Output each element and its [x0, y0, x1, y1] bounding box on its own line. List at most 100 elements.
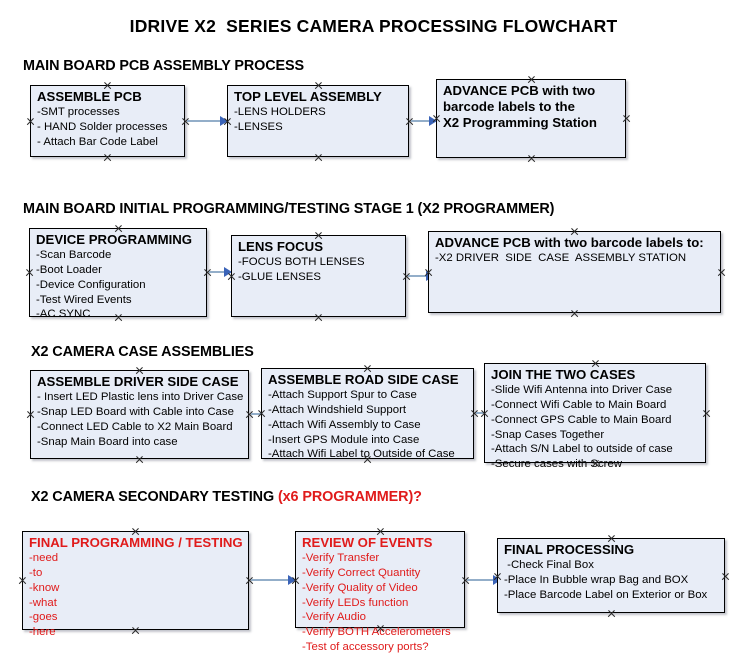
connection-handle-right[interactable]	[461, 576, 470, 585]
node-assemble-driver-side-case[interactable]: ASSEMBLE DRIVER SIDE CASE - Insert LED P…	[30, 370, 249, 459]
connection-handle-right[interactable]	[181, 117, 190, 126]
node-line: -Connect GPS Cable to Main Board	[491, 413, 672, 426]
connection-handle-left[interactable]	[424, 268, 433, 277]
connection-handle-top[interactable]	[527, 75, 536, 84]
section-heading-case-assemblies: X2 CAMERA CASE ASSEMBLIES	[31, 344, 254, 360]
node-assemble-road-side-case[interactable]: ASSEMBLE ROAD SIDE CASE -Attach Support …	[261, 368, 474, 460]
connection-handle-bottom[interactable]	[591, 459, 600, 468]
node-join-the-two-cases[interactable]: JOIN THE TWO CASES -Slide Wifi Antenna i…	[484, 363, 706, 470]
connection-handle-bottom[interactable]	[570, 309, 579, 318]
node-line: -FOCUS BOTH LENSES	[238, 256, 365, 269]
connection-handle-left[interactable]	[26, 117, 35, 126]
node-top-level-assembly[interactable]: TOP LEVEL ASSEMBLY -LENS HOLDERS -LENSES	[227, 85, 409, 157]
connection-handle-bottom[interactable]	[376, 624, 385, 633]
connection-handle-bottom[interactable]	[363, 455, 372, 464]
node-title: REVIEW OF EVENTS	[302, 535, 433, 550]
node-line: - Insert LED Plastic lens into Driver Ca…	[37, 391, 244, 404]
node-assemble-pcb[interactable]: ASSEMBLE PCB -SMT processes - HAND Solde…	[30, 85, 185, 157]
connection-handle-right[interactable]	[470, 409, 479, 418]
connection-handle-left[interactable]	[223, 117, 232, 126]
node-title: JOIN THE TWO CASES	[491, 367, 636, 382]
node-line-overflow: -Test of accessory ports?	[302, 641, 429, 654]
connection-handle-bottom[interactable]	[135, 455, 144, 464]
node-advance-pcb-to-driver-side-station[interactable]: ADVANCE PCB with two barcode labels to: …	[428, 231, 721, 313]
node-advance-pcb-to-programming-station[interactable]: ADVANCE PCB with two barcode labels to t…	[436, 79, 626, 158]
node-line: -Attach Windshield Support	[268, 403, 407, 416]
node-final-programming-testing[interactable]: FINAL PROGRAMMING / TESTING -need -to -k…	[22, 531, 249, 638]
node-line: -goes	[29, 611, 58, 624]
node-title: ASSEMBLE PCB	[37, 89, 142, 104]
node-line: -Slide Wifi Antenna into Driver Case	[491, 384, 673, 397]
node-line: - Attach Bar Code Label	[37, 135, 158, 148]
node-line: -Connect Wifi Cable to Main Board	[491, 398, 667, 411]
connection-handle-left[interactable]	[26, 410, 35, 419]
node-line: -to	[29, 566, 43, 579]
connection-handle-left[interactable]	[25, 268, 34, 277]
connection-handle-top[interactable]	[607, 534, 616, 543]
connection-handle-left[interactable]	[480, 409, 489, 418]
node-final-processing[interactable]: FINAL PROCESSING -Check Final Box -Place…	[497, 538, 725, 613]
connection-handle-top[interactable]	[314, 81, 323, 90]
connection-handle-bottom[interactable]	[314, 313, 323, 322]
connection-handle-bottom[interactable]	[607, 609, 616, 618]
connection-handle-top[interactable]	[363, 364, 372, 373]
node-line: -LENS HOLDERS	[234, 106, 326, 119]
connection-handle-left[interactable]	[432, 114, 441, 123]
connection-handle-right[interactable]	[622, 114, 631, 123]
section-heading-text: X2 CAMERA SECONDARY TESTING	[31, 489, 278, 505]
node-line: -Verify Audio	[302, 611, 366, 624]
section-heading-initial-programming: MAIN BOARD INITIAL PROGRAMMING/TESTING S…	[23, 201, 554, 217]
connection-handle-top[interactable]	[591, 359, 600, 368]
section-heading-secondary-testing: X2 CAMERA SECONDARY TESTING (x6 PROGRAMM…	[31, 489, 422, 505]
section-heading-text: X2 CAMERA CASE ASSEMBLIES	[31, 344, 254, 360]
connection-handle-right[interactable]	[721, 572, 730, 581]
connection-handle-right[interactable]	[702, 409, 711, 418]
node-line: -here	[29, 626, 56, 639]
connection-handle-right[interactable]	[717, 268, 726, 277]
node-title: FINAL PROGRAMMING / TESTING	[29, 535, 243, 550]
connection-handle-right[interactable]	[245, 410, 254, 419]
node-line: -Place In Bubble wrap Bag and BOX	[504, 573, 689, 586]
node-line: -GLUE LENSES	[238, 270, 321, 283]
node-line: -Verify LEDs function	[302, 596, 409, 609]
connection-handle-right[interactable]	[402, 272, 411, 281]
connection-handle-top[interactable]	[135, 366, 144, 375]
section-heading-accent: (x6 PROGRAMMER)?	[277, 489, 422, 505]
connection-handle-top[interactable]	[103, 81, 112, 90]
connection-handle-top[interactable]	[314, 231, 323, 240]
node-line: -Test Wired Events	[36, 293, 132, 306]
connection-handle-right[interactable]	[405, 117, 414, 126]
connection-handle-top[interactable]	[131, 527, 140, 536]
node-title: TOP LEVEL ASSEMBLY	[234, 89, 382, 104]
node-line: -Device Configuration	[36, 278, 146, 291]
connection-handle-left[interactable]	[493, 572, 502, 581]
connection-handle-right[interactable]	[245, 576, 254, 585]
connection-handle-bottom[interactable]	[114, 313, 123, 322]
node-line: -Insert GPS Module into Case	[268, 433, 420, 446]
section-heading-text: MAIN BOARD PCB ASSEMBLY PROCESS	[23, 58, 305, 74]
node-line: -Verify Transfer	[302, 552, 380, 565]
node-line: -Verify Quality of Video	[302, 581, 418, 594]
node-line: -Snap LED Board with Cable into Case	[37, 405, 234, 418]
node-line: -need	[29, 552, 59, 565]
connection-handle-left[interactable]	[18, 576, 27, 585]
node-device-programming[interactable]: DEVICE PROGRAMMING -Scan Barcode -Boot L…	[29, 228, 207, 320]
node-lens-focus[interactable]: LENS FOCUS -FOCUS BOTH LENSES -GLUE LENS…	[231, 235, 406, 317]
connection-handle-bottom[interactable]	[527, 154, 536, 163]
connection-handle-bottom[interactable]	[314, 153, 323, 162]
node-line: -Boot Loader	[36, 263, 102, 276]
node-line: -Verify Correct Quantity	[302, 566, 421, 579]
connection-handle-left[interactable]	[257, 409, 266, 418]
connection-handle-left[interactable]	[227, 272, 236, 281]
connection-handle-top[interactable]	[376, 527, 385, 536]
node-review-of-events[interactable]: REVIEW OF EVENTS -Verify Transfer -Verif…	[295, 531, 465, 653]
connection-handle-top[interactable]	[114, 224, 123, 233]
connection-handle-top[interactable]	[570, 227, 579, 236]
connection-handle-right[interactable]	[203, 268, 212, 277]
connection-handle-bottom[interactable]	[103, 153, 112, 162]
connection-handle-bottom[interactable]	[131, 626, 140, 635]
node-line: -Attach Support Spur to Case	[268, 389, 417, 402]
node-line: -Snap Main Board into case	[37, 435, 178, 448]
connection-handle-left[interactable]	[291, 576, 300, 585]
